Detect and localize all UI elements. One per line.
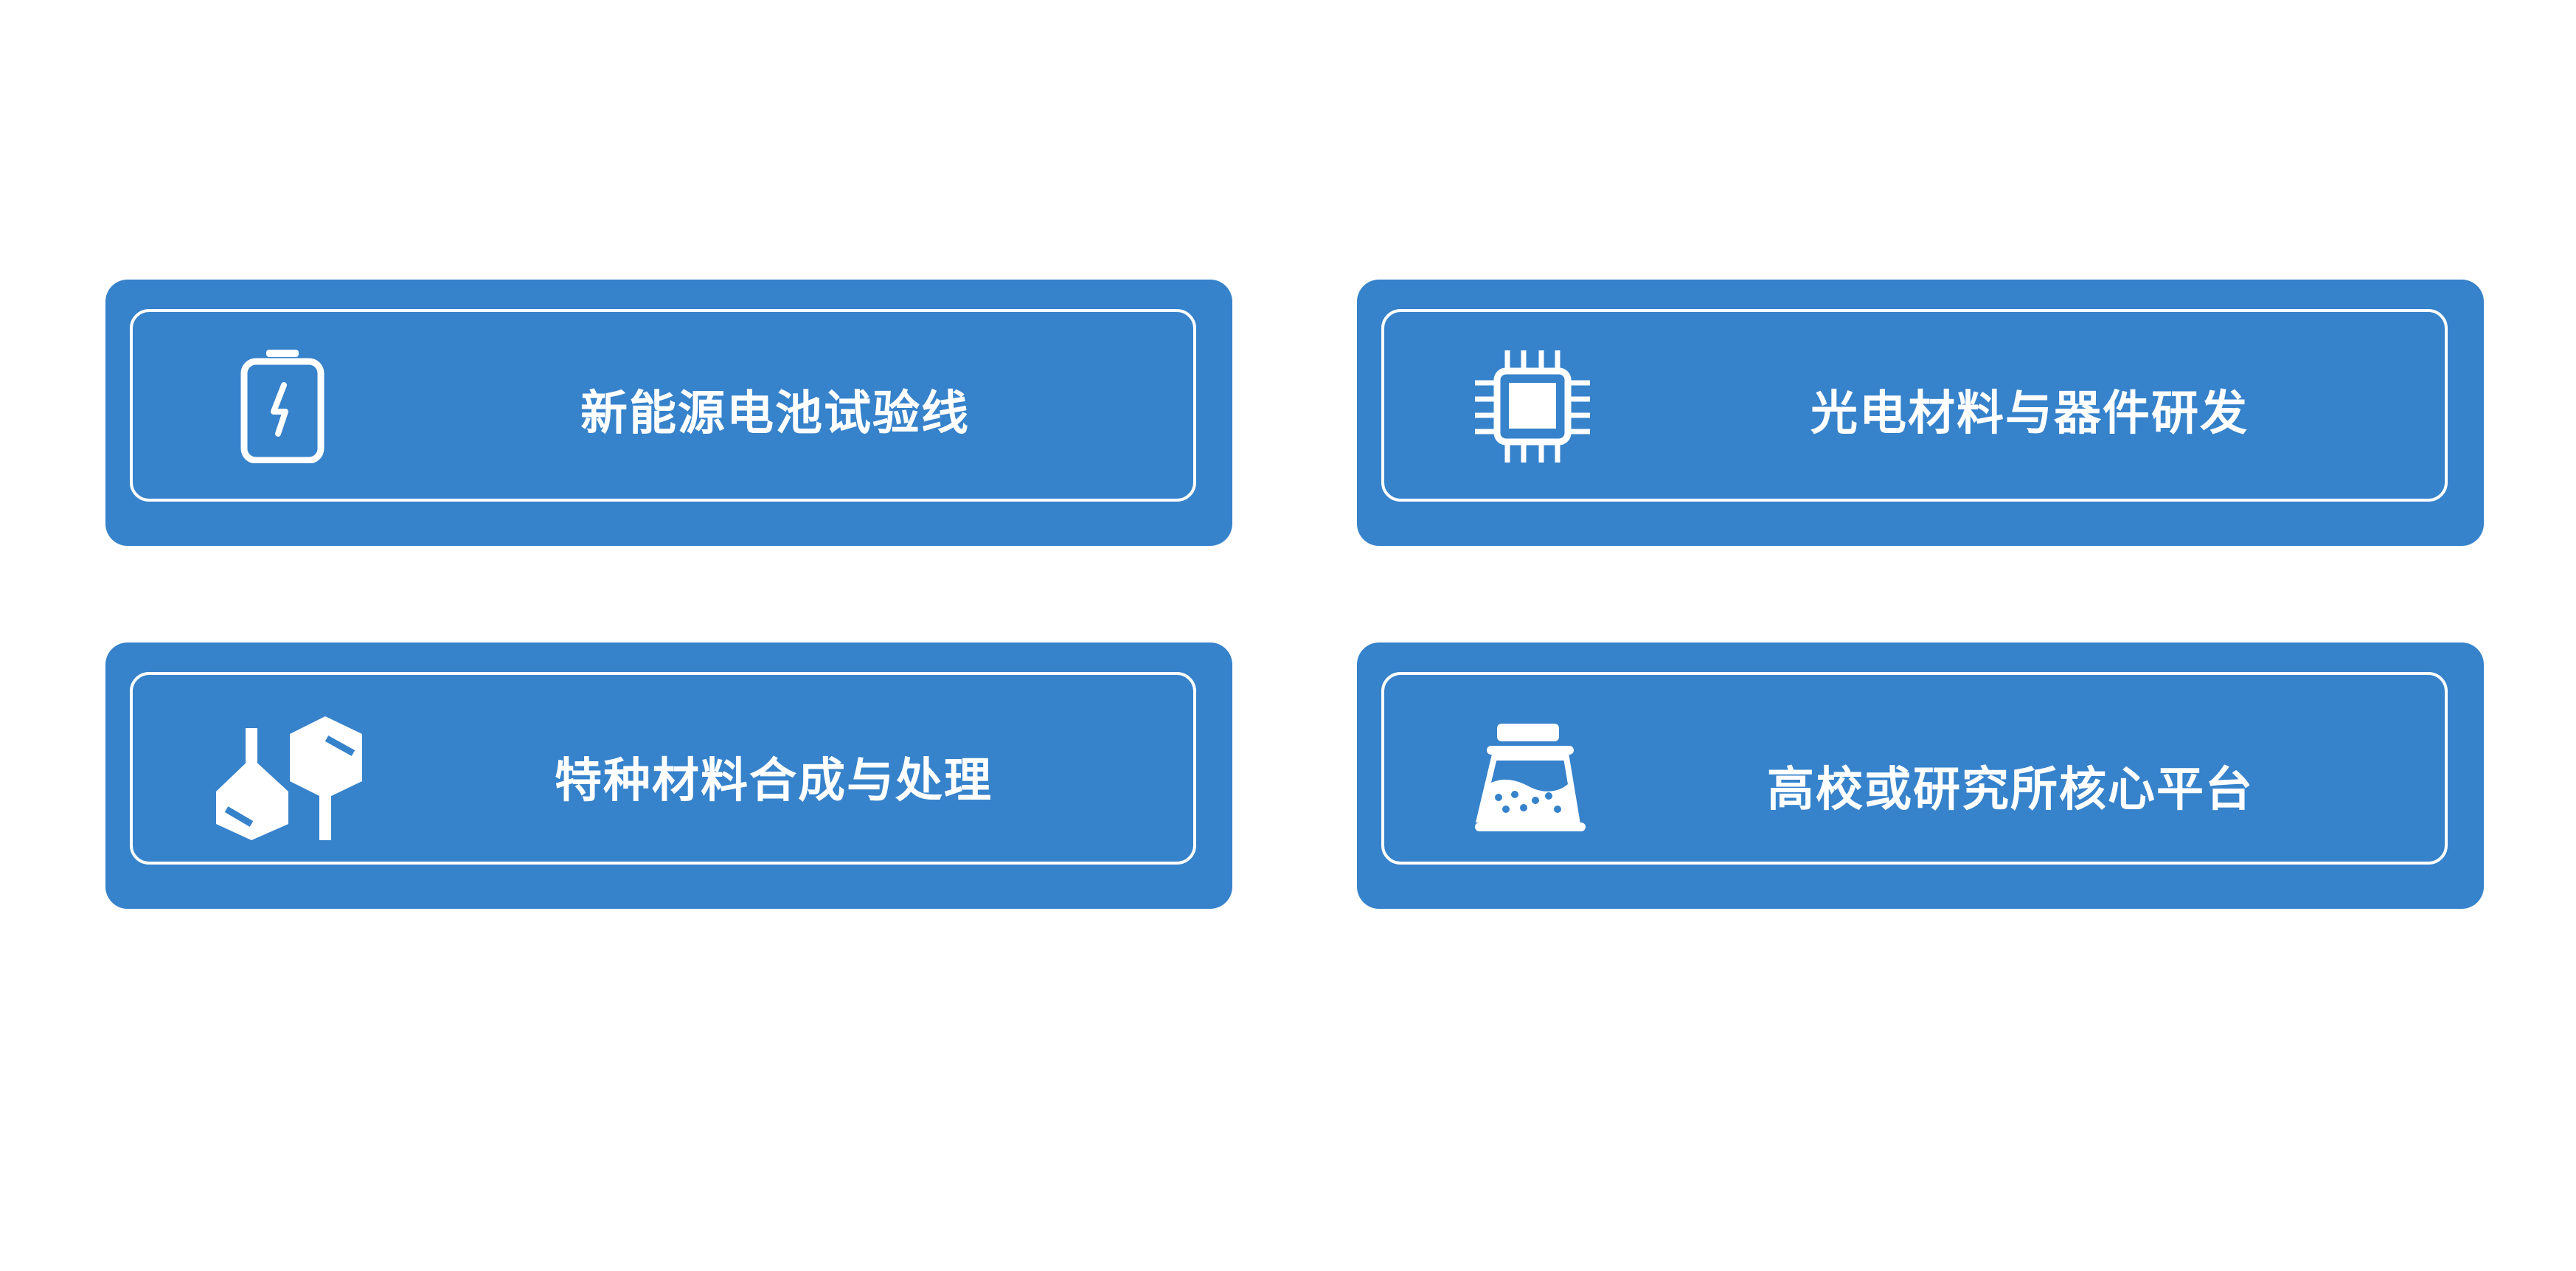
- card-inner-border: [1381, 309, 2448, 502]
- card-inner-border: [1381, 672, 2448, 865]
- card-inner-border: [130, 672, 1196, 865]
- card-label: 新能源电池试验线: [580, 387, 970, 441]
- card-label: 特种材料合成与处理: [555, 754, 993, 808]
- card-special-materials[interactable]: 特种材料合成与处理: [105, 643, 1232, 909]
- card-inner-border: [130, 309, 1196, 502]
- card-university-core-platform[interactable]: 高校或研究所核心平台: [1357, 643, 2484, 909]
- chip-icon: [1475, 350, 1590, 463]
- molecule-icon: [216, 716, 362, 840]
- card-label: 光电材料与器件研发: [1811, 387, 2249, 441]
- flask-icon: [1475, 724, 1586, 831]
- card-optoelectronic-materials[interactable]: 光电材料与器件研发: [1357, 280, 2484, 546]
- battery-icon: [240, 350, 324, 463]
- card-label: 高校或研究所核心平台: [1767, 763, 2254, 817]
- card-new-energy-battery[interactable]: 新能源电池试验线: [105, 280, 1232, 546]
